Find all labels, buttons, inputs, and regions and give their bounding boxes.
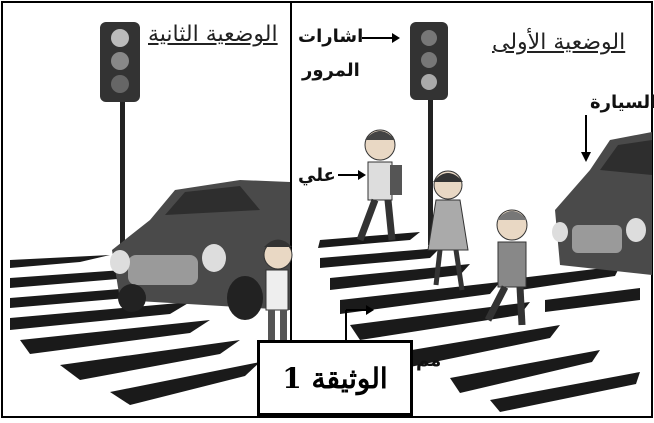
left-crosswalk [10, 255, 260, 405]
child-girl [427, 170, 469, 291]
document-label-box: الوثيقة 1 [257, 340, 413, 416]
traffic-lights-label-1: اشارات [298, 26, 364, 47]
arrows [338, 33, 591, 342]
ali-label: علي [298, 165, 336, 186]
right-crosswalk [318, 232, 640, 412]
left-traffic-light [100, 22, 140, 260]
right-car [552, 132, 652, 275]
child-boy [484, 209, 528, 326]
left-child [263, 239, 293, 340]
child-ali [356, 129, 402, 242]
right-traffic-light [410, 22, 448, 245]
left-panel-title: الوضعية الثانية [148, 22, 278, 47]
traffic-lights-label-2: المرور [302, 60, 360, 81]
crossing-label-partial: مم [416, 350, 442, 371]
left-car [110, 180, 290, 320]
right-panel-title: الوضعية الأولى [492, 30, 626, 55]
document-label: الوثيقة 1 [282, 361, 388, 395]
car-label: السيارة [590, 92, 654, 113]
